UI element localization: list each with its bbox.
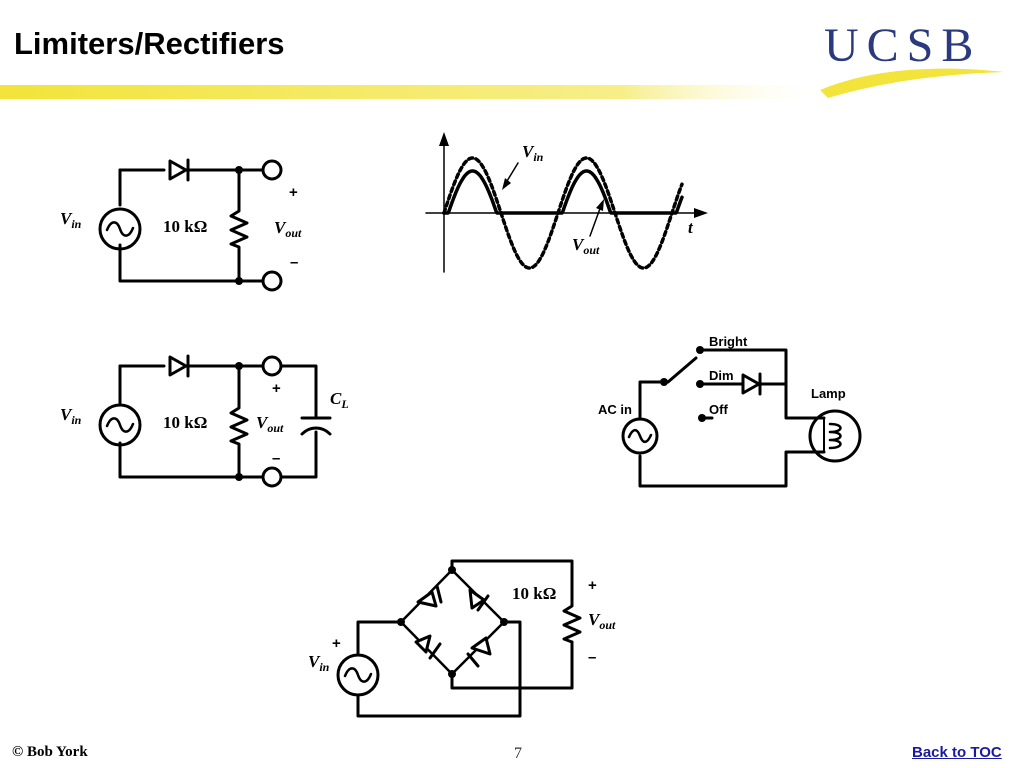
output-terminal bbox=[261, 270, 283, 292]
bright-label: Bright bbox=[709, 334, 748, 349]
vin-waveform bbox=[442, 156, 684, 270]
output-terminal bbox=[261, 355, 283, 377]
ac-source-icon bbox=[621, 417, 659, 455]
plus-sign: + bbox=[289, 184, 298, 201]
diode-icon bbox=[168, 158, 190, 182]
resistor-value: 10 kΩ bbox=[512, 584, 556, 603]
vin-label: Vin bbox=[308, 652, 330, 674]
capacitor-icon bbox=[300, 416, 332, 436]
minus-sign: – bbox=[588, 649, 596, 666]
half-wave-circuit bbox=[98, 158, 283, 292]
waveform-plot bbox=[425, 132, 708, 273]
ucsb-logo: UCSB bbox=[818, 18, 1008, 98]
diode-icon bbox=[414, 634, 442, 660]
diode-icon bbox=[468, 588, 490, 612]
lamp-dimmer-circuit bbox=[621, 348, 862, 488]
time-axis-label: t bbox=[688, 218, 694, 237]
filtered-rectifier-circuit bbox=[98, 354, 332, 488]
vout-label: Vout bbox=[256, 413, 284, 435]
plus-sign: + bbox=[332, 635, 341, 652]
output-terminal bbox=[261, 466, 283, 488]
back-to-toc-link[interactable]: Back to TOC bbox=[912, 744, 1002, 761]
output-terminal bbox=[261, 159, 283, 181]
vin-label: Vin bbox=[60, 209, 82, 231]
plus-sign: + bbox=[272, 380, 281, 397]
vout-wave-label: Vout bbox=[572, 235, 600, 257]
diode-icon bbox=[168, 354, 190, 378]
plus-sign: + bbox=[588, 577, 597, 594]
diode-icon bbox=[466, 636, 492, 668]
ac-in-label: AC in bbox=[598, 402, 632, 417]
minus-sign: – bbox=[272, 450, 280, 467]
vin-label: Vin bbox=[60, 405, 82, 427]
ac-source-icon bbox=[336, 653, 380, 697]
dim-label: Dim bbox=[709, 368, 734, 383]
logo-swoosh bbox=[820, 68, 1004, 98]
resistor-value: 10 kΩ bbox=[163, 217, 207, 236]
off-label: Off bbox=[709, 402, 728, 417]
diode-icon bbox=[416, 584, 443, 608]
footer-author: © Bob York bbox=[12, 744, 88, 760]
lamp-label: Lamp bbox=[811, 386, 846, 401]
slide-title: Limiters/Rectifiers bbox=[14, 26, 285, 61]
vout-label: Vout bbox=[274, 218, 302, 240]
ac-source-icon bbox=[98, 207, 142, 251]
vout-waveform bbox=[442, 169, 684, 215]
logo-text: UCSB bbox=[824, 19, 982, 72]
resistor-value: 10 kΩ bbox=[163, 413, 207, 432]
accent-band bbox=[0, 85, 830, 99]
ac-source-icon bbox=[98, 403, 142, 447]
minus-sign: – bbox=[290, 254, 298, 271]
capacitor-label: CL bbox=[330, 389, 349, 411]
vout-label: Vout bbox=[588, 610, 616, 632]
diode-icon bbox=[741, 372, 762, 396]
vin-wave-label: Vin bbox=[522, 142, 544, 164]
page-number: 7 bbox=[514, 745, 522, 762]
lamp-icon bbox=[808, 409, 862, 463]
